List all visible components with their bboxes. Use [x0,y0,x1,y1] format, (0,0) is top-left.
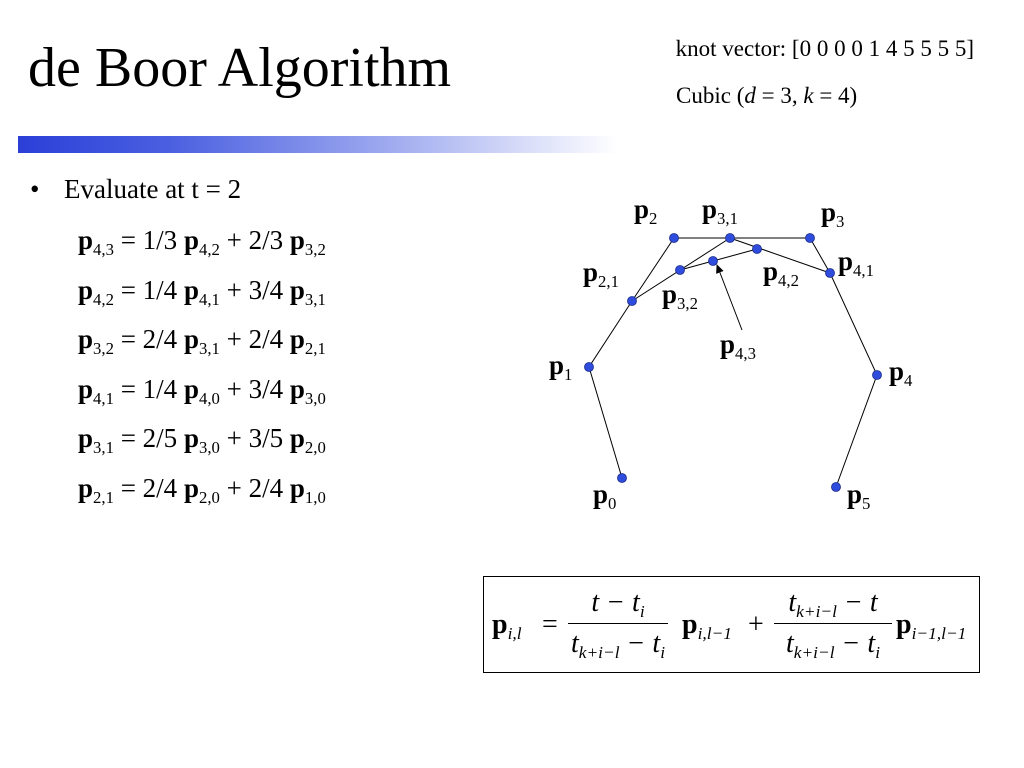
formula-fraction-2: tk+i−l − t tk+i−l − ti [774,583,892,664]
equation-row: p4,1 = 1/4 p4,0 + 3/4 p3,0 [78,373,326,408]
equation-row: p4,3 = 1/3 p4,2 + 2/3 p3,2 [78,225,326,259]
point-p41 [825,268,835,278]
label-p5: p5 [847,479,871,513]
label-p43: p4,3 [720,329,756,363]
knot-vector-text: knot vector: [0 0 0 0 1 4 5 5 5 5] [675,36,974,61]
formula-term-2: pi−1,l−1 [896,609,967,644]
label-p32: p3,2 [662,279,698,313]
formula-fraction-1: t − ti tk+i−l − ti [568,583,668,664]
label-p31: p3,1 [702,194,738,228]
label-p1: p1 [549,350,573,384]
segment-p31-p41 [729,237,831,274]
equation-row: p3,2 = 2/4 p3,1 + 2/4 p2,1 [78,324,326,358]
segment-p32-p42 [679,248,758,271]
de-boor-recurrence-formula: pi,l = t − ti tk+i−l − ti pi,l−1 + tk+i−… [483,576,980,673]
arrow-p43 [716,264,743,331]
formula-plus: + [748,609,764,640]
formula-lhs: pi,l [492,609,522,644]
point-p2 [669,233,679,243]
equation-row: p2,1 = 2/4 p2,0 + 2/4 p1,0 [78,472,326,507]
formula-equals: = [542,609,558,640]
bullet-evaluate: • Evaluate at t = 2 [30,174,241,205]
point-p1 [584,362,594,372]
point-p5 [831,482,841,492]
label-p4: p4 [889,356,913,390]
formula-term-1: pi,l−1 [682,609,732,644]
label-p3: p3 [821,197,845,231]
label-p2: p2 [634,194,658,228]
point-p42 [752,244,762,254]
equation-row: p4,2 = 1/4 p4,1 + 3/4 p3,1 [78,274,326,309]
equation-row: p3,1 = 2/5 p3,0 + 3/5 p2,0 [78,423,326,457]
label-p42: p4,2 [763,256,799,290]
control-polygon [588,237,878,488]
cubic-degree-text: Cubic (d = 3, k = 4) [676,83,858,108]
label-p0: p0 [593,479,617,513]
bullet-text: Evaluate at t = 2 [64,174,242,204]
title-gradient-bar [18,136,618,153]
point-p32 [675,265,685,275]
label-p41: p4,1 [838,246,874,280]
point-p31 [725,233,735,243]
point-p4 [872,370,882,380]
point-p0 [617,473,627,483]
point-p43 [708,256,718,266]
slide-title: de Boor Algorithm [28,37,452,99]
point-p21 [627,296,637,306]
equation-list: p4,3 = 1/3 p4,2 + 2/3 p3,2 p4,2 = 1/4 p4… [78,222,326,519]
bullet-marker: • [30,174,40,204]
label-p21: p2,1 [583,257,619,291]
point-p3 [805,233,815,243]
